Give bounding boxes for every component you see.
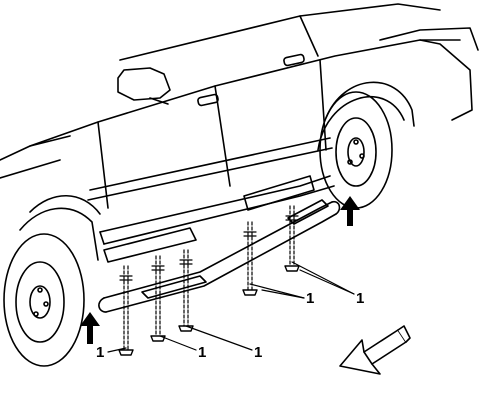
leader-line <box>291 261 355 295</box>
front-door-seam <box>97 121 109 209</box>
direction-arrow-icon <box>339 325 411 375</box>
rear-step-pad <box>287 199 329 225</box>
rear-wheel-arch <box>317 96 405 151</box>
callout-label: 1 <box>96 344 104 361</box>
assist-step <box>98 199 341 313</box>
rear-fender-flare <box>325 81 415 127</box>
callout-label: 1 <box>254 344 262 361</box>
front-tire <box>3 233 85 367</box>
callout-label: 1 <box>306 290 314 307</box>
rear-bracket <box>243 175 315 211</box>
roof-line <box>119 3 441 61</box>
rear-quarter <box>419 39 473 121</box>
middle-door-seam <box>214 85 231 187</box>
truck-body <box>0 3 479 261</box>
bolt-group <box>118 205 300 356</box>
bolt <box>118 265 134 356</box>
rear-tire <box>319 91 393 209</box>
leader-line <box>261 289 305 299</box>
bolt <box>284 205 300 272</box>
rocker-panel <box>99 175 331 233</box>
lug <box>359 153 365 159</box>
hood-line-2 <box>0 159 61 179</box>
front-step-pad <box>141 275 207 299</box>
rocker-panel-lower <box>103 185 335 245</box>
front-wheel-arch <box>19 207 99 261</box>
step-tube-bottom <box>105 213 337 313</box>
leader-line <box>185 325 253 351</box>
bolt <box>242 221 258 296</box>
body-crease-2 <box>87 147 333 201</box>
rear-door-seam <box>319 59 327 151</box>
leader-line <box>299 269 355 295</box>
leader-lines <box>107 261 355 353</box>
front-hub <box>29 285 51 319</box>
hood-line <box>0 135 71 161</box>
step-tube-front-end <box>98 297 107 313</box>
lug <box>43 301 49 307</box>
rocker-edge <box>99 231 105 245</box>
front-door-handle <box>197 93 219 107</box>
callout-labels: 1 1 1 1 1 <box>96 290 364 361</box>
front-bracket <box>103 227 197 263</box>
lug <box>37 287 43 293</box>
callout-label: 1 <box>356 290 364 307</box>
body-crease <box>89 137 331 191</box>
lug <box>347 159 353 165</box>
rear-hub <box>347 137 365 167</box>
rear-wheel <box>319 91 393 209</box>
leader-line <box>159 335 197 351</box>
bed-rail <box>379 27 479 51</box>
leader-line <box>249 283 305 299</box>
upper-beltline <box>29 39 461 147</box>
front-rim <box>15 261 65 343</box>
lug <box>33 311 39 317</box>
leader-line <box>107 347 127 353</box>
rear-door-handle <box>283 53 305 67</box>
front-wheel <box>3 233 85 367</box>
mounting-brackets <box>103 175 315 263</box>
windshield-pillar <box>299 15 319 57</box>
lug <box>353 139 359 145</box>
mirror-mount <box>149 97 169 105</box>
front-fender-flare <box>29 194 101 215</box>
rear-rim <box>335 117 377 187</box>
step-tube-rear-end <box>331 200 341 215</box>
side-mirror <box>117 67 171 101</box>
bolt <box>150 255 166 342</box>
rear-arrow-icon <box>340 196 360 226</box>
callout-label: 1 <box>198 344 206 361</box>
front-arrow-icon <box>80 312 100 344</box>
